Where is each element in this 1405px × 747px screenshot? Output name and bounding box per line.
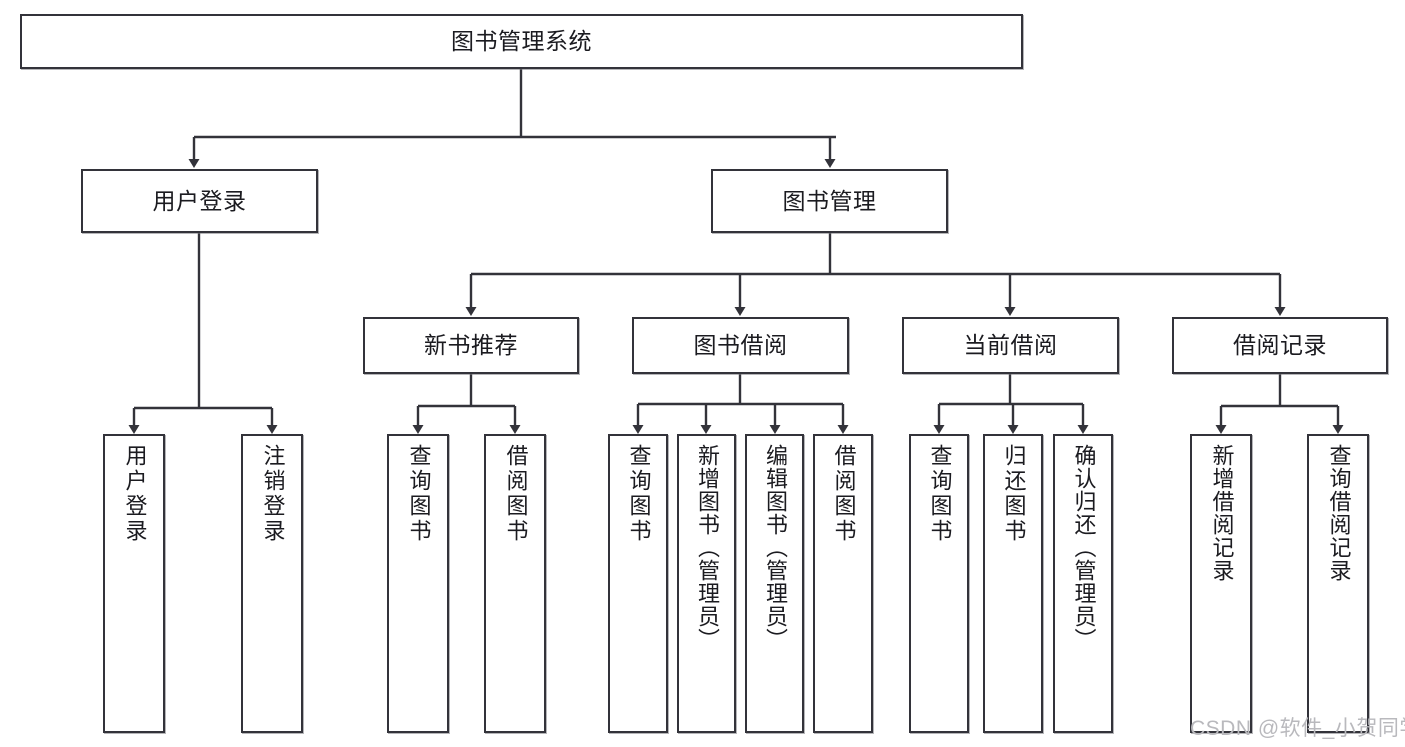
node-new-book-recommend[interactable]: 新书推荐 — [363, 317, 579, 374]
leaf-login-logout[interactable]: 注销登录 — [241, 434, 303, 733]
leaf-current-return-books-label: 归还图书 — [1001, 444, 1027, 544]
csdn-watermark: CSDN @软件_小贺同学 — [1190, 717, 1405, 740]
leaf-borrow-add-book-admin-label: 新增图书（管理员） — [694, 444, 720, 651]
node-current-borrow[interactable]: 当前借阅 — [902, 317, 1119, 374]
leaf-borrow-query-books-label: 查询图书 — [626, 444, 652, 544]
node-book-management[interactable]: 图书管理 — [711, 169, 948, 233]
leaf-borrow-query-books[interactable]: 查询图书 — [608, 434, 668, 733]
leaf-current-query-books[interactable]: 查询图书 — [909, 434, 969, 733]
node-user-login[interactable]: 用户登录 — [81, 169, 318, 233]
leaf-borrow-edit-book-admin[interactable]: 编辑图书（管理员） — [745, 434, 804, 733]
node-user-login-label: 用户登录 — [152, 187, 247, 214]
leaf-newbook-borrow-books[interactable]: 借阅图书 — [484, 434, 546, 733]
node-new-book-recommend-label: 新书推荐 — [424, 332, 518, 359]
leaf-records-add-record-label: 新增借阅记录 — [1209, 444, 1235, 582]
leaf-borrow-borrow-books[interactable]: 借阅图书 — [813, 434, 873, 733]
leaf-login-user-login-label: 用户登录 — [122, 444, 148, 544]
node-borrow-records-label: 借阅记录 — [1233, 332, 1327, 359]
leaf-records-add-record[interactable]: 新增借阅记录 — [1190, 434, 1252, 733]
leaf-newbook-query-books-label: 查询图书 — [406, 444, 432, 544]
node-borrow-records[interactable]: 借阅记录 — [1172, 317, 1388, 374]
leaf-current-confirm-return-admin[interactable]: 确认归还（管理员） — [1053, 434, 1113, 733]
leaf-login-logout-label: 注销登录 — [260, 444, 286, 544]
leaf-borrow-edit-book-admin-label: 编辑图书（管理员） — [762, 444, 788, 651]
leaf-newbook-borrow-books-label: 借阅图书 — [503, 444, 529, 544]
leaf-borrow-borrow-books-label: 借阅图书 — [831, 444, 857, 544]
node-book-borrow-label: 图书借阅 — [693, 332, 788, 359]
leaf-records-query-record[interactable]: 查询借阅记录 — [1307, 434, 1369, 733]
node-root-label: 图书管理系统 — [451, 28, 592, 55]
leaf-newbook-query-books[interactable]: 查询图书 — [387, 434, 449, 733]
node-book-borrow[interactable]: 图书借阅 — [632, 317, 849, 374]
leaf-records-query-record-label: 查询借阅记录 — [1326, 444, 1352, 582]
leaf-current-return-books[interactable]: 归还图书 — [983, 434, 1043, 733]
leaf-borrow-add-book-admin[interactable]: 新增图书（管理员） — [677, 434, 736, 733]
node-current-borrow-label: 当前借阅 — [963, 332, 1058, 359]
node-book-management-label: 图书管理 — [782, 187, 877, 214]
leaf-current-query-books-label: 查询图书 — [927, 444, 953, 544]
node-root[interactable]: 图书管理系统 — [20, 14, 1023, 69]
leaf-current-confirm-return-admin-label: 确认归还（管理员） — [1071, 444, 1097, 651]
leaf-login-user-login[interactable]: 用户登录 — [103, 434, 165, 733]
